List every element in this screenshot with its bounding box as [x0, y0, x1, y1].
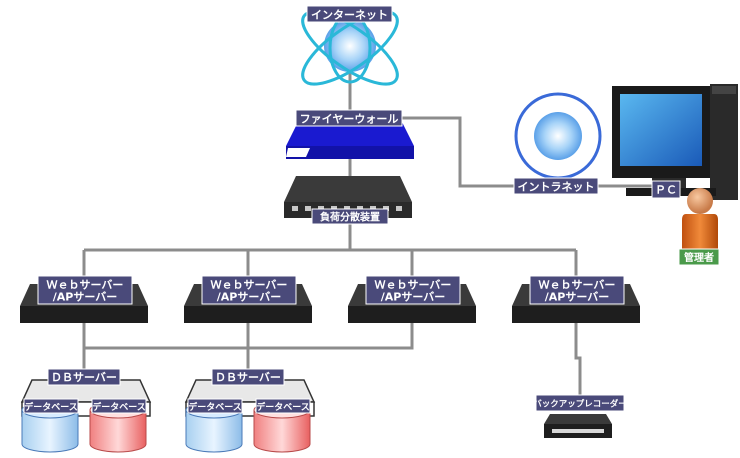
line-db-bus — [84, 322, 414, 350]
internet-label-bg — [306, 5, 393, 23]
intranet-globe — [534, 112, 582, 160]
web-server-1-label-line1: Ｗｅｂサーバー — [47, 279, 124, 292]
web-server-3-label-line2: /APサーバー — [381, 291, 445, 304]
admin-head — [687, 188, 713, 214]
pc-screen — [620, 94, 702, 166]
db-server-1-label: ＤＢサーバー — [51, 371, 117, 384]
pc-label-bg — [651, 180, 681, 199]
load-balancer-label: 負荷分散装置 — [320, 211, 380, 224]
web-server-1-label-line2: /APサーバー — [53, 291, 117, 304]
load-balancer: 負荷分散装置 — [284, 176, 412, 225]
firewall-label: ファイヤーウォール — [300, 113, 399, 126]
line-web4-backup — [574, 322, 582, 400]
web-server-2: Ｗｅｂサーバー /APサーバー — [184, 275, 312, 323]
load-balancer-label-bg — [311, 208, 389, 225]
web-server-4-label-line2: /APサーバー — [545, 291, 609, 304]
firewall-label-bg — [295, 109, 403, 127]
db-server-1-label-bg — [47, 368, 121, 386]
web-server-4-label-line1: Ｗｅｂサーバー — [539, 279, 616, 292]
backup-label-bg — [535, 394, 625, 412]
backup-label: バックアップレコーダー — [533, 399, 627, 410]
intranet-label: イントラネット — [518, 181, 595, 194]
pc-workstation: ＰＣ — [612, 84, 738, 200]
db-server-1-db2-label: データベース — [92, 401, 146, 413]
web-server-2-label-line2: /APサーバー — [217, 291, 281, 304]
administrator: 管理者 — [678, 188, 720, 266]
db-server-2-label-bg — [211, 368, 285, 386]
db-server-2: ＤＢサーバー データベース データベース — [184, 368, 316, 453]
db-server-2-label: ＤＢサーバー — [215, 371, 281, 384]
backup-recorder: バックアップレコーダー — [533, 394, 627, 438]
connection-lines — [82, 70, 652, 400]
web-server-2-label-line1: Ｗｅｂサーバー — [211, 279, 288, 292]
internet-cloud: インターネット — [301, 5, 399, 86]
admin-body — [682, 214, 718, 250]
db-server-2-db2-label: データベース — [256, 401, 310, 413]
pc-tower — [710, 84, 738, 200]
db-server-2-db1-label: データベース — [188, 401, 242, 413]
internet-label: インターネット — [311, 9, 388, 22]
db-server-1: ＤＢサーバー データベース データベース — [20, 368, 152, 453]
line-firewall-intranet — [400, 116, 522, 188]
intranet-label-bg — [513, 177, 599, 195]
web-server-1: Ｗｅｂサーバー /APサーバー — [20, 275, 148, 323]
admin-label-bg — [678, 248, 720, 266]
firewall: ファイヤーウォール — [286, 109, 414, 159]
admin-label: 管理者 — [684, 251, 714, 264]
web-server-3-label-line1: Ｗｅｂサーバー — [375, 279, 452, 292]
web-server-4: Ｗｅｂサーバー /APサーバー — [512, 275, 640, 323]
db-server-1-db1-label: データベース — [24, 401, 78, 413]
web-server-3: Ｗｅｂサーバー /APサーバー — [348, 275, 476, 323]
intranet: イントラネット — [513, 92, 602, 195]
pc-label: ＰＣ — [655, 184, 677, 197]
